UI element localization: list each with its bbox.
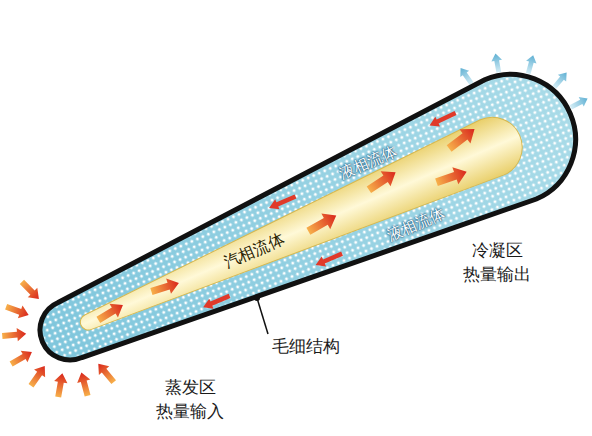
part-label: 毛细结构 [272,336,340,356]
heat-pipe [17,54,592,402]
leader-dot [254,295,260,301]
zone-label: 蒸发区 [165,377,216,397]
zone-label: 热量输出 [463,264,531,284]
leader-line [257,298,268,334]
zone-label: 冷凝区 [472,240,523,260]
zone-label: 热量输入 [156,401,224,421]
